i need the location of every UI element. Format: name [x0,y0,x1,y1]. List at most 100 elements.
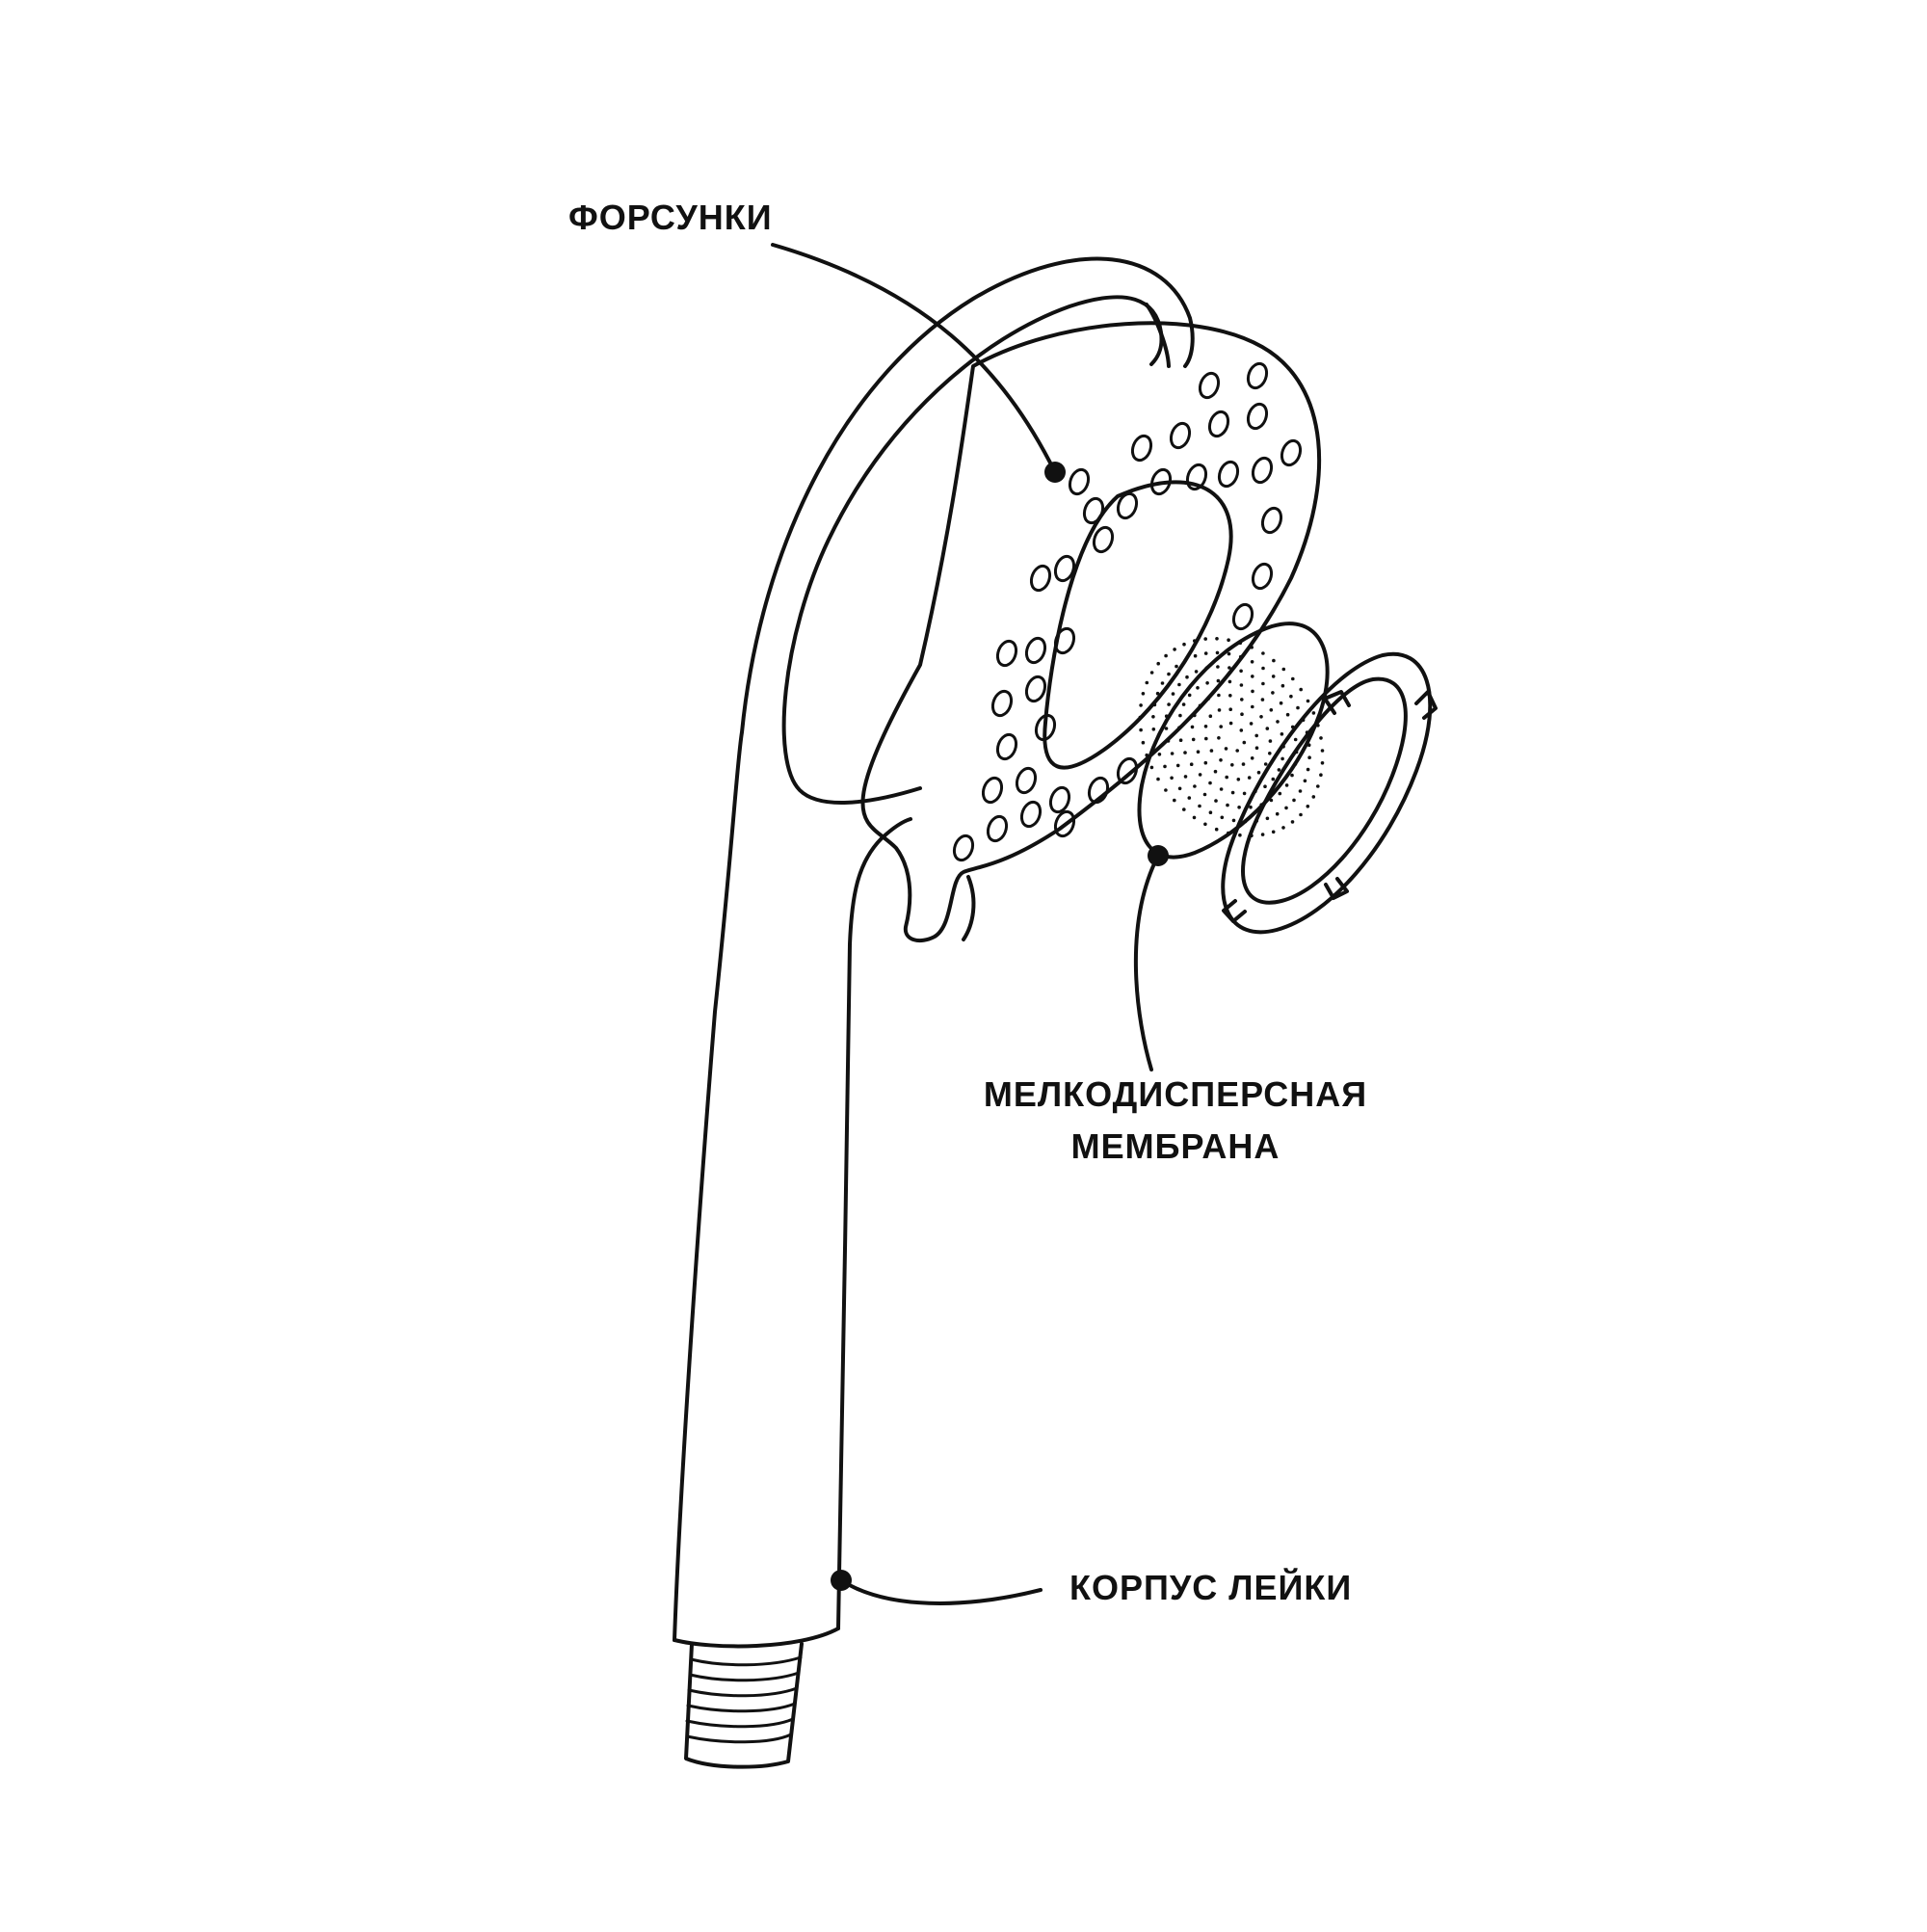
membrane-pore [1237,806,1241,809]
membrane-pore [1254,733,1258,738]
leader-body [839,1578,1043,1605]
membrane-pore [1238,641,1243,645]
membrane-pore [1196,686,1200,690]
thread-line-1 [689,1655,803,1667]
membrane-pore [1272,658,1276,663]
membrane-pore [1151,715,1155,719]
membrane-pore [1205,681,1209,685]
membrane-pore [1192,815,1197,820]
membrane-pore [1171,692,1175,696]
membrane-pore [1215,650,1220,655]
membrane-pore [1265,727,1270,730]
membrane-pore [1141,740,1146,745]
membrane-pore [1185,675,1189,679]
membrane-pore [1219,758,1223,762]
membrane-pore [1290,773,1294,778]
nozzle-holes [952,361,1303,862]
membrane-pore [1213,769,1218,774]
nozzle-hole [952,834,975,862]
nozzle-hole [1198,371,1221,400]
membrane-pore [1263,762,1268,766]
head-rim-inner [1145,303,1171,368]
membrane-pore [1177,786,1182,791]
membrane-pore [1156,777,1160,781]
nozzle-hole [1092,525,1115,554]
membrane-pore [1268,752,1272,755]
membrane-pore [1298,789,1303,793]
membrane-pore [1139,728,1143,732]
membrane-pore [1178,738,1183,742]
membrane-pore [1299,812,1303,817]
nozzle-hole [986,814,1009,843]
nozzle-plate-inner [1043,480,1233,770]
membrane-pore [1208,810,1213,814]
membrane-pore [1190,725,1195,729]
leader-nozzles-dot [1044,462,1066,483]
membrane-pore [1260,833,1265,836]
membrane-pore [1240,698,1244,701]
membrane-pore [1175,763,1180,768]
membrane-pore [1217,708,1222,712]
membrane-pore [1209,749,1214,753]
membrane-pore [1145,753,1148,757]
membrane-pore [1216,665,1220,669]
membrane-pore [1238,654,1243,659]
nozzle-hole [1185,463,1208,491]
membrane-pore [1228,694,1232,698]
membrane-pore [1299,687,1303,692]
membrane-pore [1215,637,1219,641]
membrane-pore [1208,714,1213,718]
nozzle-hole [1015,766,1038,795]
membrane-pore [1198,804,1201,808]
membrane-pore [1219,787,1224,791]
nozzle-hole [990,689,1014,718]
membrane-pore [1156,661,1160,666]
nozzle-hole [1048,785,1071,814]
membrane-pore [1241,762,1246,766]
body-outer-contour [673,256,1195,1642]
membrane-pore [1242,791,1247,796]
nozzle-hole [1246,361,1269,390]
membrane-pore [1290,820,1295,824]
membrane-pore [1227,831,1230,835]
membrane-pore [1164,653,1168,658]
membrane-pore [1173,648,1176,651]
membrane-pore [1164,727,1169,730]
membrane-pore [1250,756,1254,760]
membrane-pore [1271,691,1275,695]
membrane-pore [1231,818,1236,823]
nozzle-hole [1082,496,1105,525]
ring-clip-3 [1324,877,1349,900]
membrane-pore [1139,703,1143,707]
membrane-pore [1214,827,1219,832]
membrane-pore [1177,726,1181,729]
membrane-pore [1319,736,1323,740]
membrane-pore [1193,653,1198,658]
label-nozzles: ФОРСУНКИ [568,198,773,237]
membrane-pore [1153,740,1158,744]
membrane-pore [1217,693,1221,698]
membrane-pore [1170,776,1174,781]
membrane-pore [1284,783,1289,787]
membrane-pore [1240,712,1244,716]
membrane-pore [1251,675,1254,678]
membrane-pore [1193,713,1197,718]
membrane-pore [1204,736,1208,741]
nozzle-hole [1116,491,1139,520]
membrane-pore [1182,642,1186,647]
nozzle-plate-tab [962,875,976,941]
membrane-pore [1230,763,1234,767]
membrane-pore [1320,749,1325,753]
membrane-pore [1271,675,1276,678]
membrane-pore [1243,819,1248,824]
nozzle-hole [1053,554,1076,583]
thread-line-4 [686,1702,797,1713]
membrane-pore [1191,737,1196,742]
membrane-pore [1261,666,1265,671]
connector-outline [684,1642,804,1769]
nozzle-hole [1068,467,1091,496]
membrane-pore [1177,682,1181,687]
nozzle-hole [981,776,1004,805]
membrane-pore [1293,737,1298,742]
